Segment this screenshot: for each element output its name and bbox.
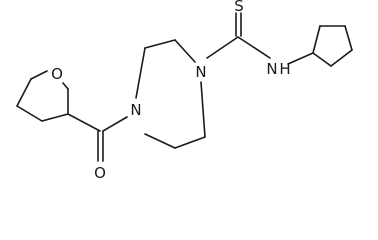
bond bbox=[144, 133, 176, 149]
bond bbox=[135, 47, 146, 99]
bond-nh-cyclopentyl bbox=[287, 52, 314, 65]
atom-nitrogen-n4: N bbox=[130, 101, 141, 119]
bond bbox=[312, 25, 321, 54]
bond bbox=[41, 113, 69, 122]
atom-oxygen-ring: O bbox=[51, 65, 63, 83]
bond-c-nh bbox=[237, 36, 271, 59]
bond bbox=[200, 81, 206, 138]
bond bbox=[144, 39, 176, 49]
bond bbox=[62, 82, 69, 90]
atom-nitrogen-amide: N bbox=[266, 60, 277, 78]
atom-hydrogen: H bbox=[279, 60, 290, 78]
bond-c-npip bbox=[206, 36, 239, 59]
structure-canvas: S N H N N O bbox=[16, 0, 353, 181]
piperazine-ring: N N bbox=[130, 39, 207, 149]
molecule-diagram: S N H N N O bbox=[16, 0, 353, 181]
bond-c-thf bbox=[67, 113, 101, 132]
carbonyl-group: O bbox=[67, 113, 128, 181]
tetrahydrofuran-ring: O bbox=[16, 65, 69, 122]
bond bbox=[16, 105, 43, 122]
bond bbox=[312, 52, 332, 67]
bond bbox=[30, 70, 48, 80]
thioamide-group: S N H bbox=[206, 0, 291, 78]
bond bbox=[330, 49, 353, 67]
bond bbox=[174, 136, 206, 149]
bond bbox=[174, 39, 196, 63]
cyclopentyl-ring bbox=[312, 25, 353, 67]
bond bbox=[344, 25, 353, 51]
bond-n-c bbox=[102, 116, 128, 132]
atom-sulfur: S bbox=[234, 0, 244, 15]
atom-nitrogen-n1: N bbox=[195, 63, 206, 81]
bond bbox=[16, 78, 32, 107]
atom-oxygen-carbonyl: O bbox=[94, 164, 106, 181]
